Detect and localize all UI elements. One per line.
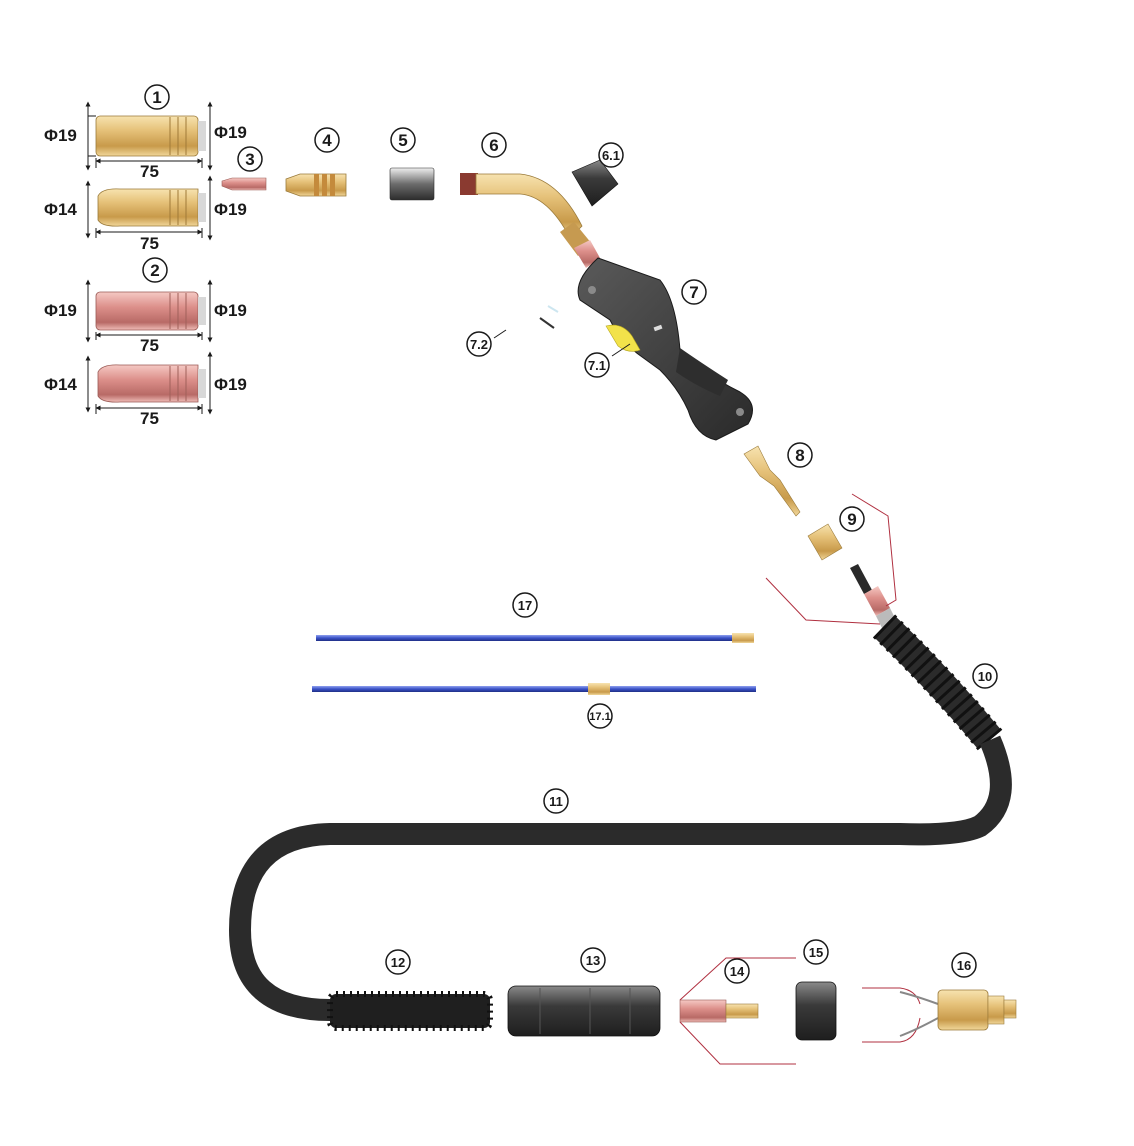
cable-front-10 xyxy=(765,493,1003,751)
part-7-2 xyxy=(493,305,559,339)
neck-cap-6-1 xyxy=(571,159,619,207)
callout-17-1: 17.1 xyxy=(587,703,613,729)
nozzle-2b: Φ14 Φ19 75 xyxy=(44,351,247,428)
n2a-length: 75 xyxy=(140,336,159,355)
callout-15: 15 xyxy=(803,939,829,965)
svg-text:16: 16 xyxy=(957,958,971,973)
svg-text:14: 14 xyxy=(730,964,745,979)
callout-13: 13 xyxy=(580,947,606,973)
svg-text:5: 5 xyxy=(398,131,407,150)
svg-text:7: 7 xyxy=(689,283,698,302)
central-connector-14 xyxy=(679,957,796,1065)
n2b-left-diameter: Φ14 xyxy=(44,375,77,394)
callout-5: 5 xyxy=(390,127,416,153)
main-cable-11 xyxy=(228,735,1012,1021)
svg-text:7.1: 7.1 xyxy=(588,358,606,373)
rear-grip-13 xyxy=(507,985,661,1037)
callout-2: 2 xyxy=(142,257,168,283)
n2b-length: 75 xyxy=(140,409,159,428)
callout-4: 4 xyxy=(314,127,340,153)
callout-12: 12 xyxy=(385,949,411,975)
svg-text:6: 6 xyxy=(489,136,498,155)
svg-text:12: 12 xyxy=(391,955,405,970)
callout-6-1: 6.1 xyxy=(598,142,624,168)
n1a-length: 75 xyxy=(140,162,159,181)
callout-7-2: 7.2 xyxy=(466,331,492,357)
callout-14: 14 xyxy=(724,958,750,984)
handle-7 xyxy=(577,257,753,441)
nozzle-1a: Φ19 Φ19 75 xyxy=(44,101,247,181)
callout-3: 3 xyxy=(237,146,263,172)
callout-1: 1 xyxy=(144,84,170,110)
insulator-5 xyxy=(389,167,435,201)
callout-7-1: 7.1 xyxy=(584,352,610,378)
union-nut-15 xyxy=(795,981,837,1041)
callout-11: 11 xyxy=(543,788,569,814)
svg-text:1: 1 xyxy=(152,88,161,107)
callout-17: 17 xyxy=(512,592,538,618)
n1a-right-diameter: Φ19 xyxy=(214,123,247,142)
nozzle-2a: Φ19 Φ19 75 xyxy=(44,279,247,355)
svg-text:15: 15 xyxy=(809,945,823,960)
n1a-left-diameter: Φ19 xyxy=(44,126,77,145)
swan-neck-6 xyxy=(460,173,600,268)
svg-text:10: 10 xyxy=(978,669,992,684)
n2a-right-diameter: Φ19 xyxy=(214,301,247,320)
contact-tip-3 xyxy=(221,177,267,191)
svg-text:3: 3 xyxy=(245,150,254,169)
n1b-left-diameter: Φ14 xyxy=(44,200,77,219)
svg-text:6.1: 6.1 xyxy=(602,148,620,163)
callout-10: 10 xyxy=(972,663,998,689)
n1b-length: 75 xyxy=(140,234,159,253)
svg-text:13: 13 xyxy=(586,953,600,968)
svg-text:9: 9 xyxy=(847,510,856,529)
liner-17-1 xyxy=(312,683,756,695)
trigger-7-1 xyxy=(605,324,641,357)
rear-spring-12 xyxy=(327,991,493,1031)
connector-8 xyxy=(743,445,801,517)
n2b-right-diameter: Φ19 xyxy=(214,375,247,394)
n1b-right-diameter: Φ19 xyxy=(214,200,247,219)
svg-text:11: 11 xyxy=(549,794,563,809)
svg-text:4: 4 xyxy=(322,131,332,150)
svg-text:7.2: 7.2 xyxy=(470,337,488,352)
svg-text:2: 2 xyxy=(150,261,159,280)
callout-7: 7 xyxy=(681,279,707,305)
callout-16: 16 xyxy=(951,952,977,978)
tip-holder-4 xyxy=(285,173,347,197)
rear-connector-16 xyxy=(862,987,1017,1043)
svg-text:17.1: 17.1 xyxy=(589,711,610,723)
liner-17 xyxy=(316,633,754,643)
svg-text:8: 8 xyxy=(795,446,804,465)
nut-9 xyxy=(807,523,843,561)
callout-8: 8 xyxy=(787,442,813,468)
n2a-left-diameter: Φ19 xyxy=(44,301,77,320)
callout-9: 9 xyxy=(839,506,865,532)
nozzle-1b: Φ14 Φ19 75 xyxy=(44,175,247,253)
svg-text:17: 17 xyxy=(518,598,532,613)
callout-6: 6 xyxy=(481,132,507,158)
